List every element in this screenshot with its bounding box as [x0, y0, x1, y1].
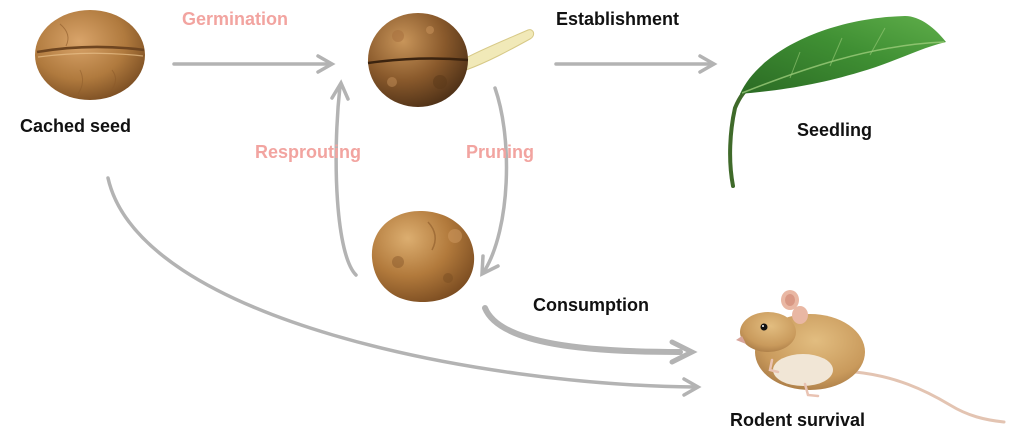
cached-to-rodent-arrow	[106, 176, 702, 397]
mouse-icon	[736, 290, 1006, 424]
germination-arrow	[172, 54, 336, 74]
leaf-seedling-icon	[728, 16, 946, 188]
germination-label: Germination	[182, 9, 289, 29]
resprouting-arrow	[330, 79, 358, 277]
germinating-seed-icon	[367, 13, 535, 107]
consumption-arrow	[482, 305, 698, 365]
cached-seed-label: Cached seed	[20, 116, 132, 136]
establishment-label: Establishment	[556, 9, 680, 29]
establishment-arrow	[554, 54, 718, 74]
pruned-seed-icon	[371, 210, 475, 303]
walnut-seed-icon	[35, 10, 145, 100]
arrows	[106, 54, 718, 397]
pruning-label: Pruning	[466, 142, 534, 162]
seedling-label: Seedling	[797, 120, 873, 140]
resprouting-label: Resprouting	[255, 142, 361, 162]
pruning-arrow	[480, 86, 509, 277]
rodent-survival-label: Rodent survival	[730, 410, 866, 430]
consumption-label: Consumption	[533, 295, 649, 315]
